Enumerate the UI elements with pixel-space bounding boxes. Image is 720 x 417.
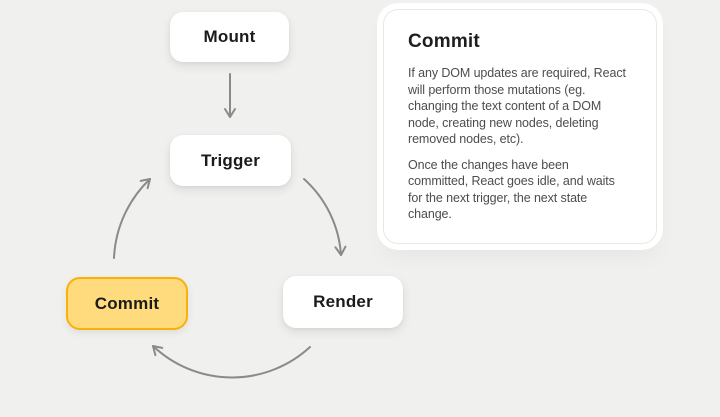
info-panel-title: Commit	[408, 31, 480, 52]
node-trigger[interactable]: Trigger	[170, 135, 291, 186]
node-commit-selected[interactable]: Commit	[66, 277, 188, 330]
info-panel-paragraph-1: If any DOM updates are required, React w…	[408, 66, 626, 146]
node-render-label: Render	[313, 292, 373, 311]
node-commit-label: Commit	[94, 293, 160, 313]
node-render[interactable]: Render	[283, 276, 403, 328]
info-panel-paragraph-2: Once the changes have been committed, Re…	[408, 157, 615, 222]
node-mount-label: Mount	[203, 27, 256, 46]
arrow-commit-to-trigger	[113, 178, 151, 259]
arrow-trigger-to-render	[303, 178, 347, 256]
arrow-render-to-commit	[152, 345, 311, 379]
node-trigger-label: Trigger	[200, 150, 261, 170]
info-panel: Commit If any DOM updates are required, …	[384, 10, 656, 243]
node-mount[interactable]: Mount	[170, 12, 289, 62]
